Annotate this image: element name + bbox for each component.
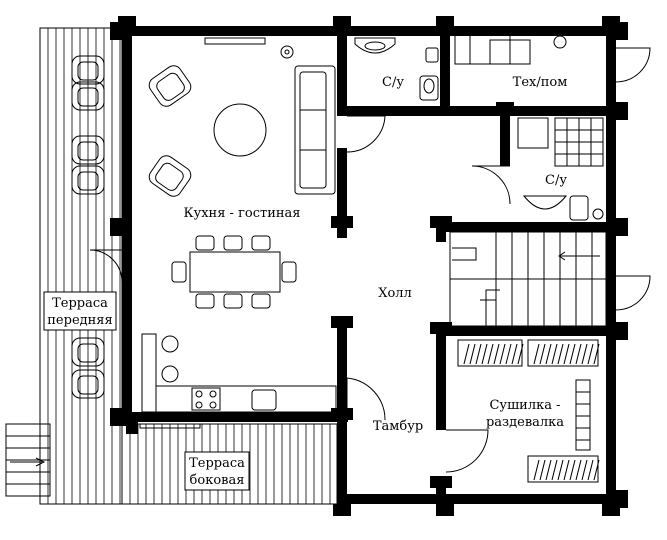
front-terrace-label-box (43, 291, 117, 331)
staircase (449, 231, 607, 327)
front-terrace-planks (47, 28, 121, 504)
tech-room-fixtures (489, 35, 567, 65)
terrace-chairs (71, 55, 105, 399)
tech-room-label: Тех/пом (513, 75, 568, 90)
doors (89, 36, 651, 473)
hanger-marks (463, 343, 600, 481)
windows (124, 29, 614, 502)
dryer-label-line2: раздевалка (486, 415, 564, 430)
front-terrace-deck (39, 27, 123, 505)
side-terrace-label-line1: Терраса (189, 456, 245, 471)
kitchen-furniture (141, 45, 337, 413)
vestibule-label: Тамбур (373, 419, 423, 434)
hall-label: Холл (378, 286, 412, 301)
dryer-label-line1: Сушилка - (489, 398, 560, 413)
side-terrace-label-box (184, 451, 250, 491)
kitchen-living-label: Кухня - гостиная (184, 206, 301, 221)
walls (110, 16, 628, 516)
entry-steps (5, 423, 51, 497)
front-terrace-label-line1: Терраса (52, 296, 108, 311)
front-terrace-label-line2: передняя (47, 313, 112, 328)
wc-right-fixtures (517, 117, 604, 221)
dryer-room-fixtures (457, 339, 600, 483)
wc-top-label: С/у (382, 75, 404, 90)
side-terrace-label-line2: боковая (190, 473, 245, 488)
wc-right-label: С/у (545, 173, 567, 188)
wc-top-fixtures (354, 37, 439, 101)
